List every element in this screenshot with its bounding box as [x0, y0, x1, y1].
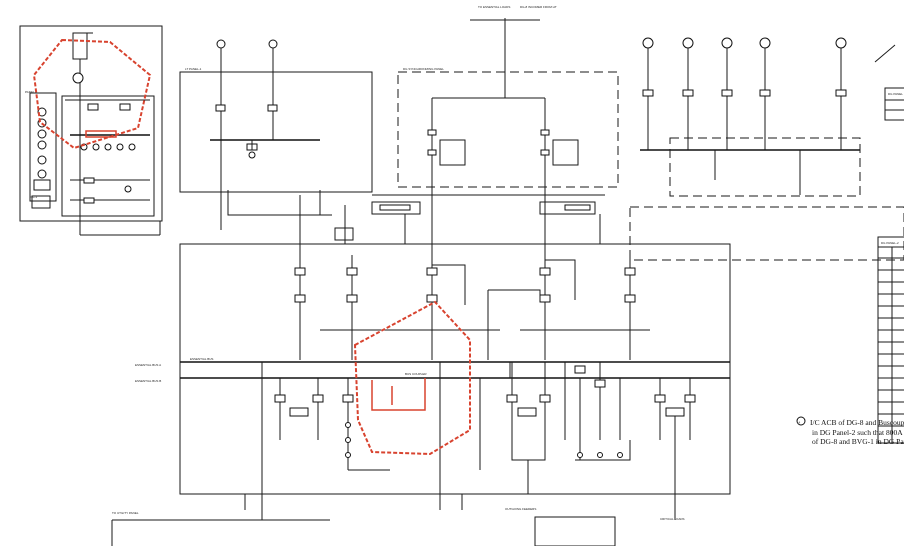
note-line-1: I/C ACB of DG-8 and Buscouple: [810, 418, 904, 427]
bottom-left-label: TO UTILITY PANEL: [112, 511, 139, 515]
dg-synchronizing-panel: DG SYNCHRONIZING PANEL TO ESSENTIAL LOAD…: [397, 5, 619, 195]
svg-text:DG-8 INCOMER FROM HT: DG-8 INCOMER FROM HT: [520, 5, 557, 9]
note-line-2: in DG Panel-2 such that 800A MC: [812, 428, 904, 437]
table-header: DG PANEL-2: [881, 241, 899, 245]
bus-coupler-label: BUS COUPLER: [405, 372, 427, 376]
legend-panel: PANEL DG-1: [19, 25, 163, 236]
lt-panel-1: LT PANEL-1: [179, 39, 373, 230]
note-line-3: of DG-8 and BVG-1 in DG Panel-: [812, 437, 904, 446]
bus-b-label: ESSENTIAL BUS B: [135, 379, 161, 383]
main-panel: ESSENTIAL BUS A ESSENTIAL BUS B ESSENTIA…: [135, 194, 731, 520]
svg-text:DG-1: DG-1: [30, 195, 37, 199]
schedule-table: DG PANEL-2: [877, 236, 904, 444]
dashed-enclosure: [629, 206, 904, 261]
generator-row: DG PANEL: [640, 37, 904, 197]
svg-text:DG PANEL: DG PANEL: [888, 92, 903, 96]
revision-note: 4 I/C ACB of DG-8 and Buscouple in DG Pa…: [796, 416, 904, 446]
bus-a-label: ESSENTIAL BUS A: [135, 363, 161, 367]
svg-text:LT PANEL-1: LT PANEL-1: [185, 67, 202, 71]
svg-text:DG SYNCHRONIZING PANEL: DG SYNCHRONIZING PANEL: [403, 67, 444, 71]
note-marker: 4: [799, 421, 801, 425]
svg-text:PANEL: PANEL: [25, 90, 35, 94]
svg-text:TO ESSENTIAL LOADS: TO ESSENTIAL LOADS: [478, 5, 510, 9]
bottom-mid-label: OUTGOING FEEDERS: [505, 507, 536, 511]
bottom-right-label: CRITICAL LOADS: [660, 517, 685, 521]
svg-text:ESSENTIAL BUS: ESSENTIAL BUS: [190, 357, 213, 361]
bottom-section: TO UTILITY PANEL OUTGOING FEEDERS CRITIC…: [111, 494, 685, 546]
